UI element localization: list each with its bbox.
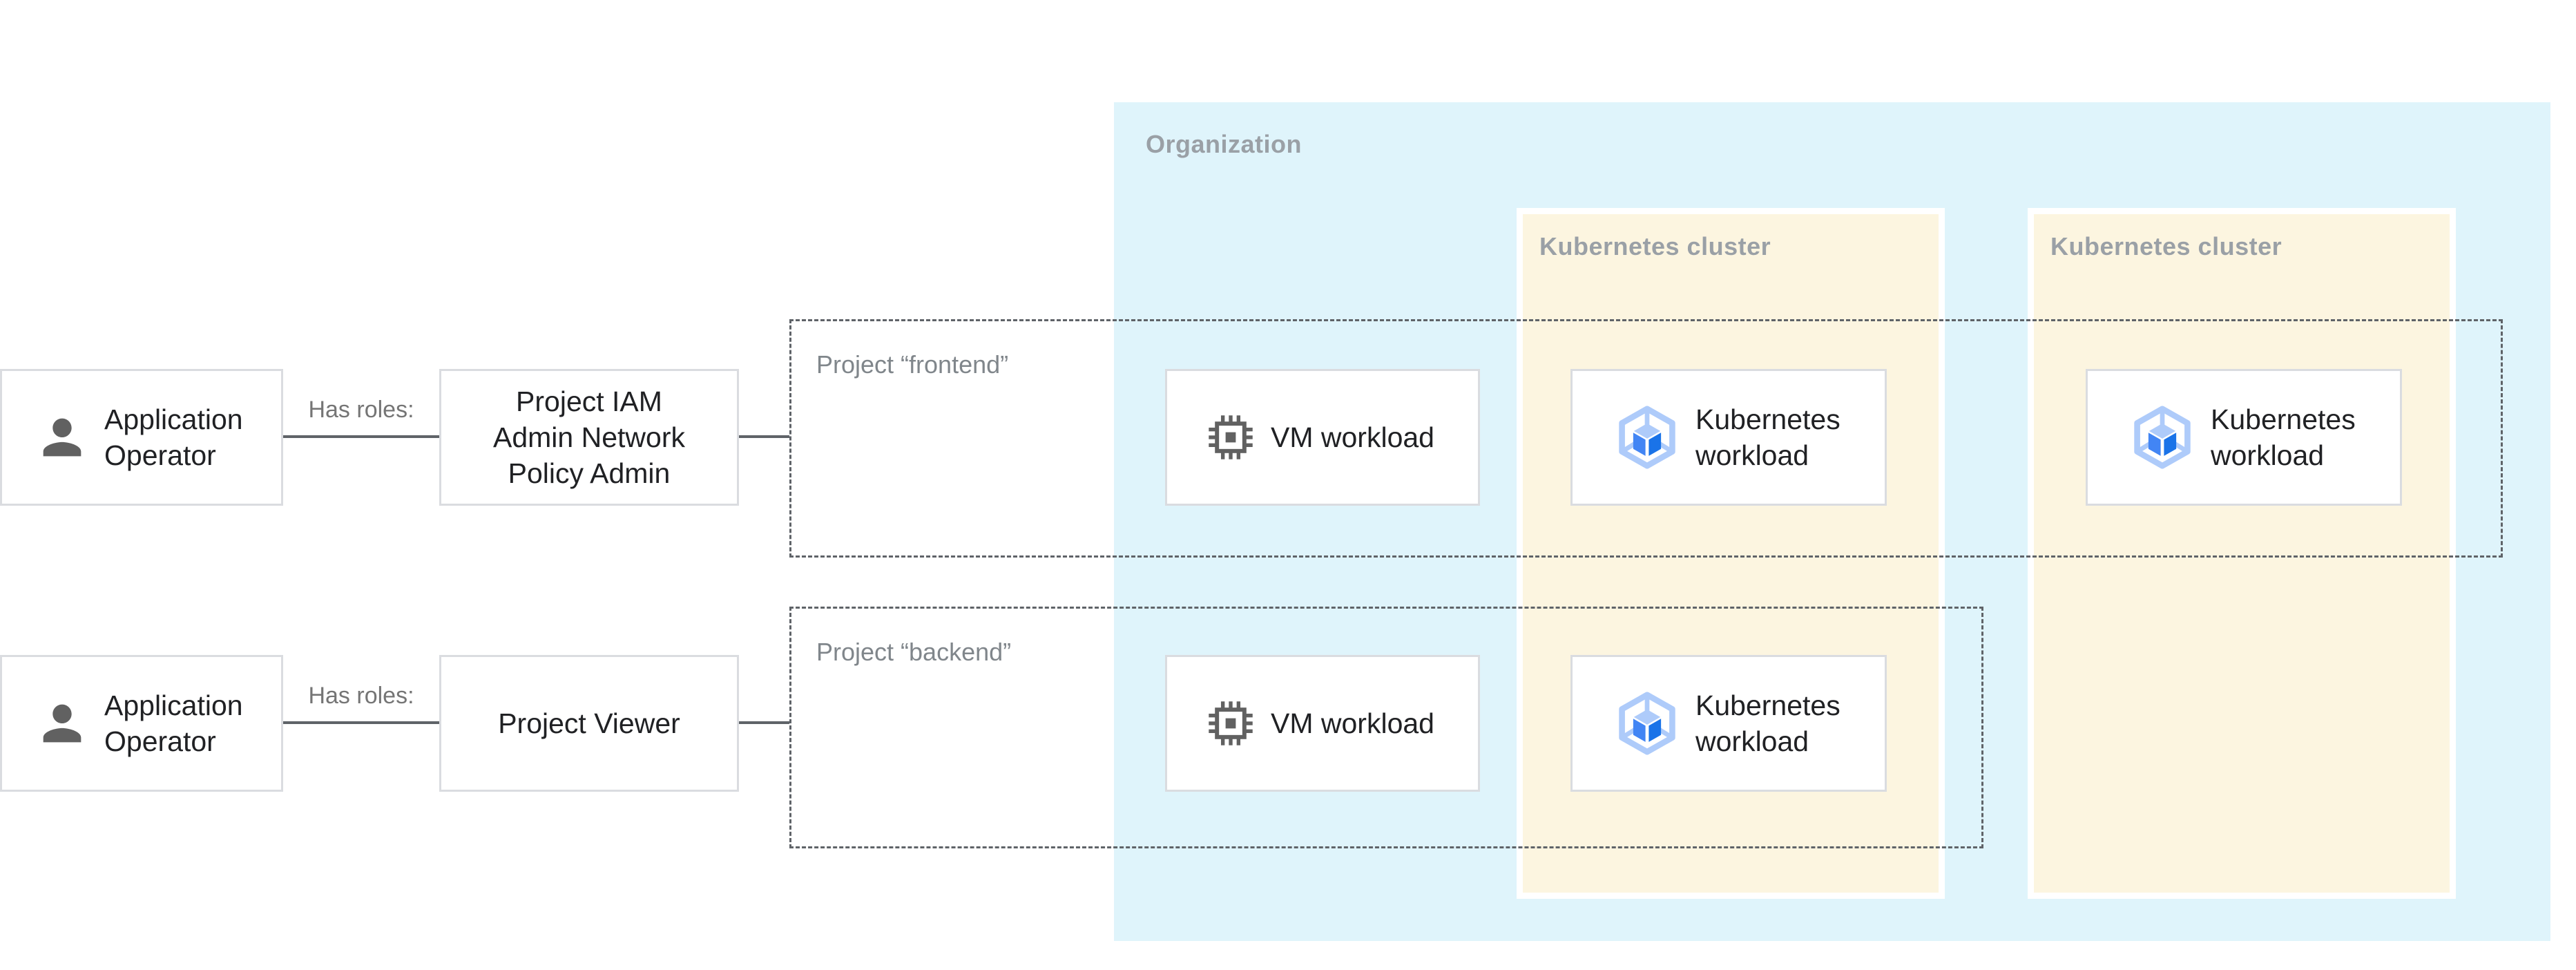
connector-roles-to-project-frontend xyxy=(739,435,789,438)
connector-operator-to-roles-backend xyxy=(283,721,439,724)
actor-label-line1: Application xyxy=(104,690,243,721)
role-label: Project IAM Admin Network Policy Admin xyxy=(493,383,685,491)
has-roles-label-frontend: Has roles: xyxy=(308,397,414,423)
role-node-project-viewer: Project Viewer xyxy=(439,655,739,792)
has-roles-label-backend: Has roles: xyxy=(308,683,414,709)
kubernetes-workload-label: Kubernetes workload xyxy=(1695,401,1840,473)
gke-hexagon-icon xyxy=(1619,406,1675,469)
memory-chip-icon xyxy=(1209,701,1253,745)
actor-label: Application Operator xyxy=(104,687,243,759)
role-label-line1: Project IAM xyxy=(516,386,662,417)
actor-label-line1: Application xyxy=(104,403,243,435)
project-frontend-label: Project “frontend” xyxy=(816,350,1009,379)
gke-hexagon-icon xyxy=(1619,692,1675,755)
actor-label: Application Operator xyxy=(104,401,243,473)
person-icon xyxy=(43,418,81,457)
organization-label: Organization xyxy=(1146,130,1303,158)
kubernetes-workload-node-frontend-cluster1: Kubernetes workload xyxy=(1570,369,1887,506)
vm-workload-label: VM workload xyxy=(1271,421,1434,453)
memory-chip-icon xyxy=(1209,415,1253,459)
project-frontend-boundary: Project “frontend” xyxy=(789,319,2503,558)
actor-label-line2: Operator xyxy=(104,439,216,471)
project-backend-boundary: Project “backend” xyxy=(789,607,1983,848)
application-operator-node-frontend: Application Operator xyxy=(0,369,283,506)
kubernetes-workload-node-backend-cluster1: Kubernetes workload xyxy=(1570,655,1887,792)
kubernetes-workload-label: Kubernetes workload xyxy=(2211,401,2356,473)
kubernetes-workload-line1: Kubernetes xyxy=(2211,403,2356,435)
kubernetes-workload-line1: Kubernetes xyxy=(1695,690,1840,721)
connector-operator-to-roles-frontend xyxy=(283,435,439,438)
connector-roles-to-project-backend xyxy=(739,721,789,724)
kubernetes-cluster-2-label: Kubernetes cluster xyxy=(2050,232,2282,260)
role-node-project-iam-admin-network-policy-admin: Project IAM Admin Network Policy Admin xyxy=(439,369,739,506)
vm-workload-node-frontend: VM workload xyxy=(1165,369,1480,506)
kubernetes-workload-node-frontend-cluster2: Kubernetes workload xyxy=(2086,369,2402,506)
application-operator-node-backend: Application Operator xyxy=(0,655,283,792)
kubernetes-workload-line1: Kubernetes xyxy=(1695,403,1840,435)
kubernetes-workload-line2: workload xyxy=(1695,725,1809,757)
person-icon xyxy=(43,704,81,743)
project-backend-label: Project “backend” xyxy=(816,638,1012,666)
gke-hexagon-icon xyxy=(2134,406,2191,469)
role-label-line2: Admin Network xyxy=(493,421,685,453)
kubernetes-workload-line2: workload xyxy=(2211,439,2325,471)
vm-workload-node-backend: VM workload xyxy=(1165,655,1480,792)
kubernetes-cluster-1-label: Kubernetes cluster xyxy=(1539,232,1771,260)
kubernetes-workload-label: Kubernetes workload xyxy=(1695,687,1840,759)
kubernetes-workload-line2: workload xyxy=(1695,439,1809,471)
vm-workload-label: VM workload xyxy=(1271,707,1434,739)
role-label-line3: Policy Admin xyxy=(508,457,671,489)
role-label: Project Viewer xyxy=(498,707,680,739)
actor-label-line2: Operator xyxy=(104,725,216,757)
kubernetes-cluster-2: Kubernetes cluster xyxy=(2028,208,2456,899)
